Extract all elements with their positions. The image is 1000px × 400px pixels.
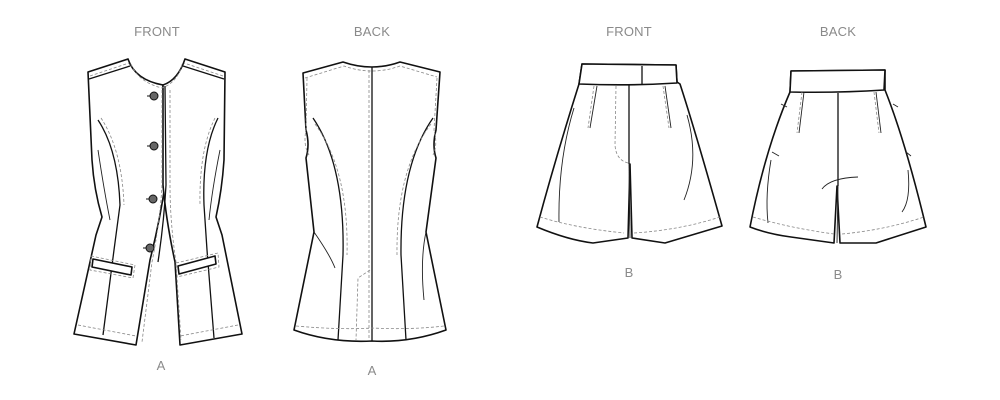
vest-front-drawing [73, 58, 243, 346]
shorts-back-view-letter: B [833, 267, 843, 282]
shorts-back-drawing [749, 69, 927, 244]
shorts-front-view-label: FRONT [606, 24, 652, 39]
button-icon [143, 243, 155, 253]
button-icon [147, 141, 159, 151]
vest-front-view-letter: A [156, 358, 166, 373]
shorts-front-view-letter: B [624, 265, 634, 280]
shorts-back-view-label: BACK [819, 24, 857, 39]
shorts-front-drawing [536, 63, 723, 244]
vest-back-view-label: BACK [353, 24, 391, 39]
vest-front-view-label: FRONT [134, 24, 180, 39]
vest-back-drawing [293, 61, 447, 343]
vest-back-view-letter: A [367, 363, 377, 378]
button-icon [146, 194, 158, 204]
button-icon [147, 91, 159, 101]
